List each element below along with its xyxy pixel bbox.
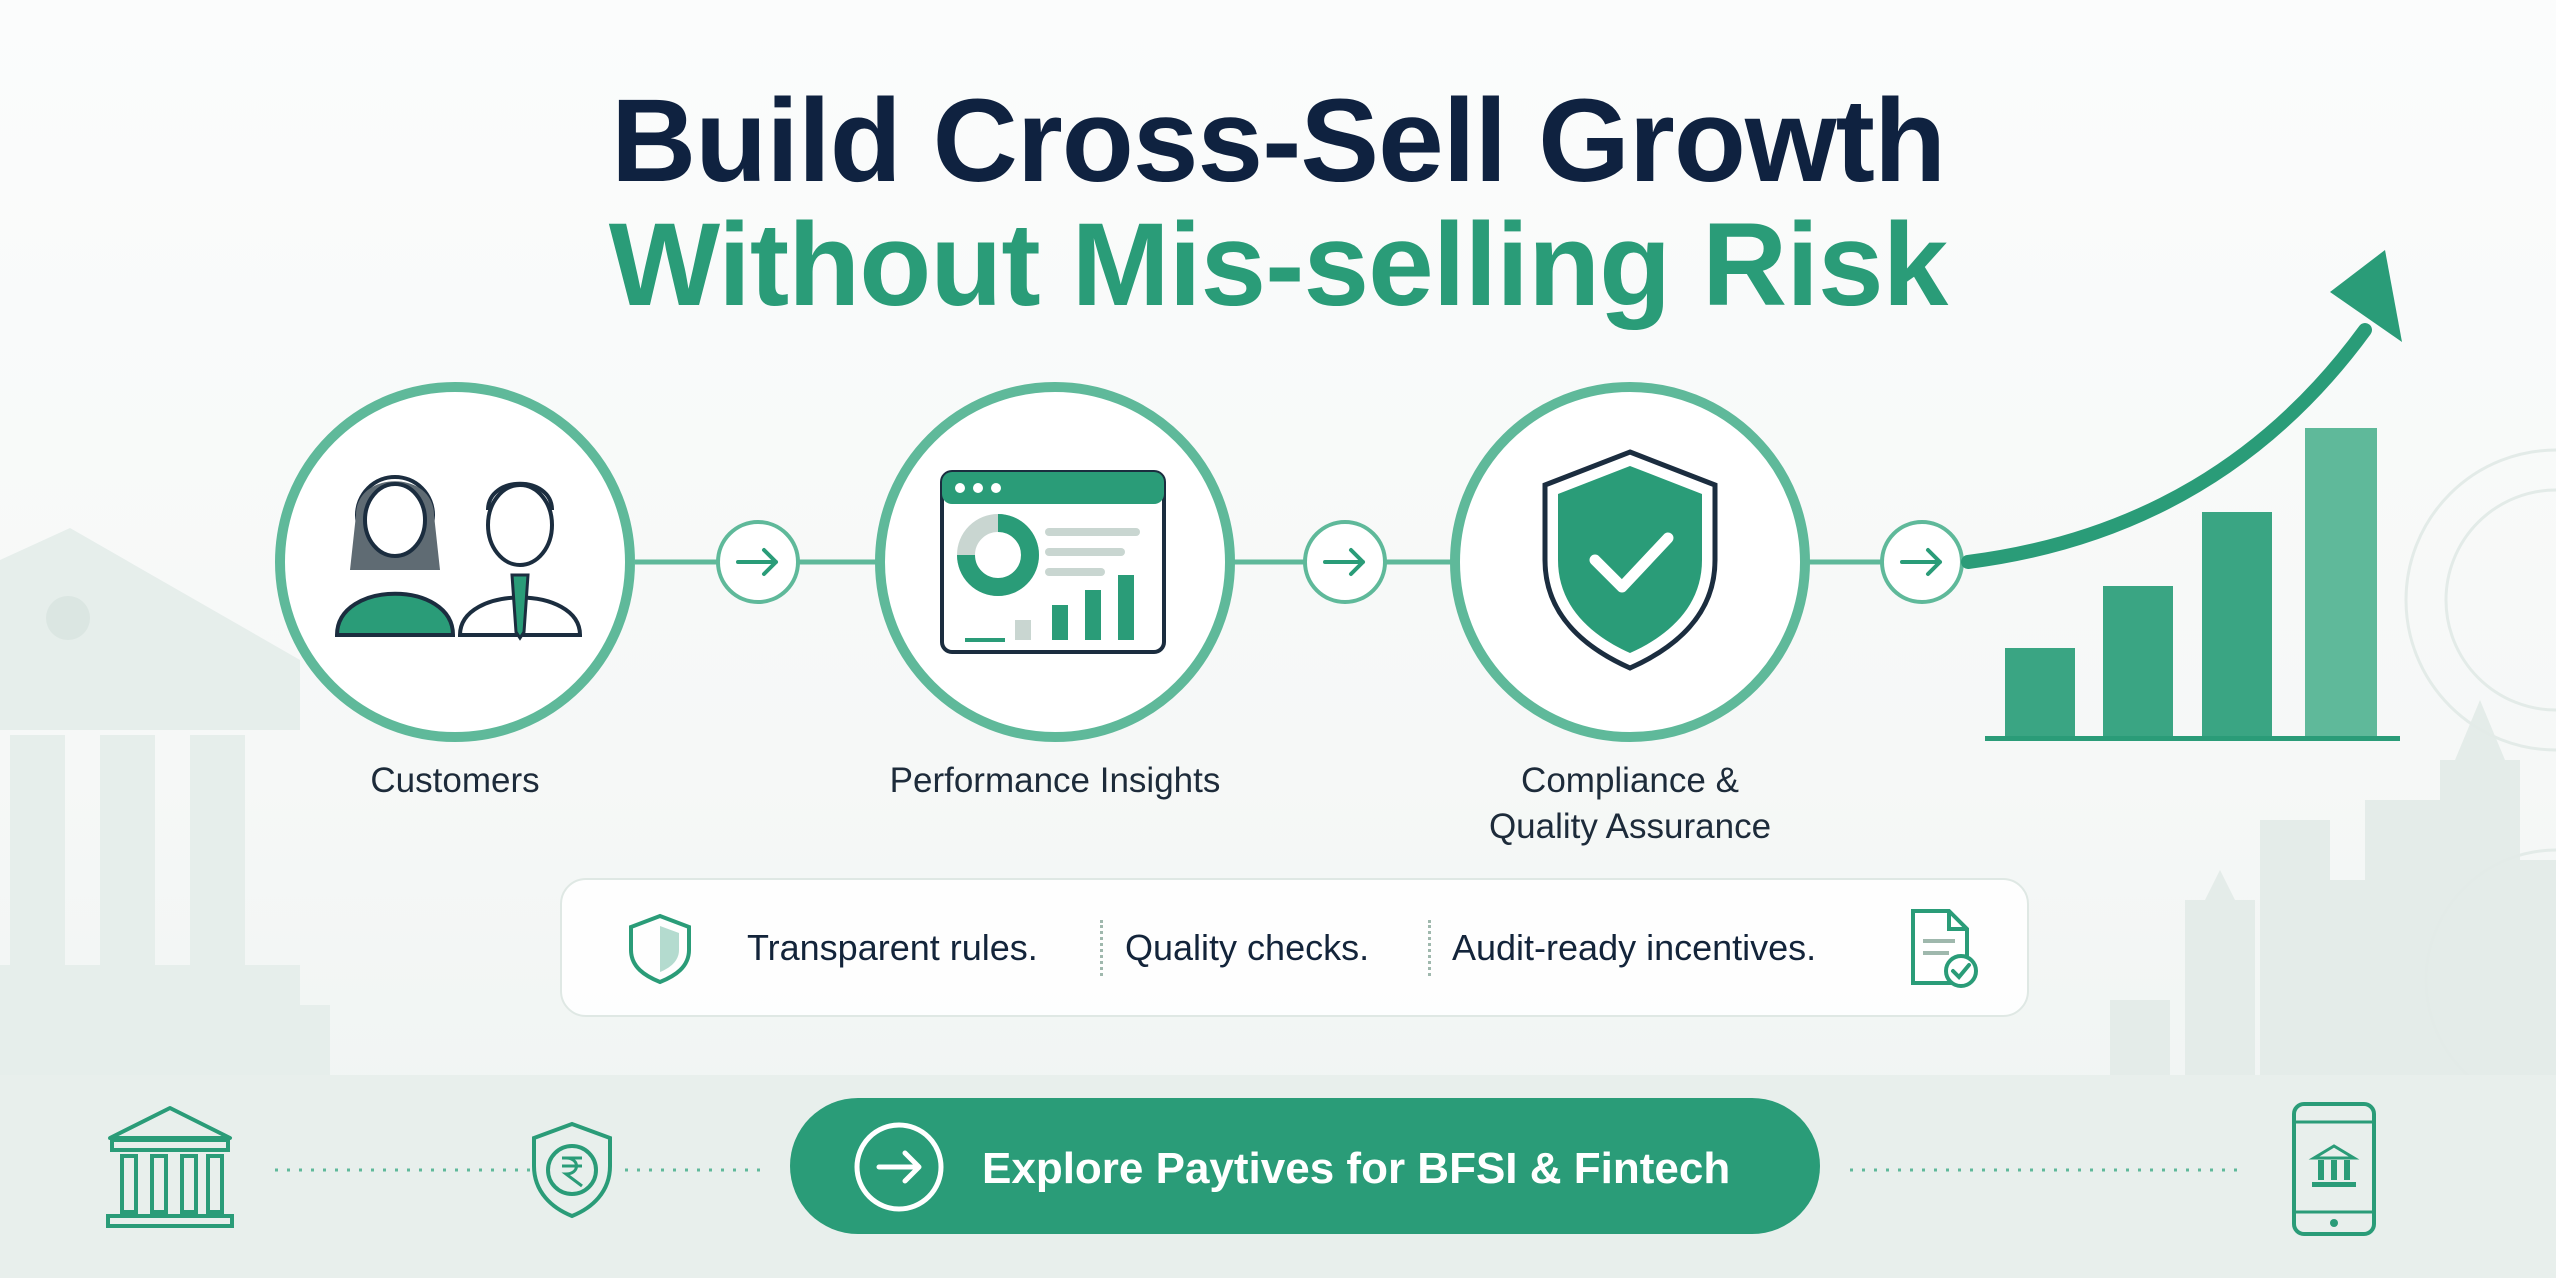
dotted-divider <box>625 1168 765 1172</box>
bank-building-silhouette <box>0 528 330 1075</box>
strip-item-quality-checks: Quality checks. <box>1125 927 1370 968</box>
step-label-compliance: Compliance & <box>1521 761 1739 800</box>
headline-line-1: Build Cross-Sell Growth <box>610 75 1946 207</box>
arrow-circle-icon <box>1880 520 1964 604</box>
decorative-arcs <box>2404 448 2556 1112</box>
arrow-circle-icon <box>1303 520 1387 604</box>
skyline-silhouette <box>2110 700 2556 1075</box>
step-label-customers: Customers <box>370 761 540 800</box>
rupee-shield-icon <box>532 1121 612 1219</box>
headline-line-2: Without Mis-selling Risk <box>608 199 1949 331</box>
arrow-right-circle-icon <box>854 1122 944 1212</box>
explore-cta-label[interactable]: Explore Paytives for BFSI & Fintech <box>982 1144 1731 1193</box>
strip-divider <box>1100 920 1103 976</box>
shield-icon <box>629 913 691 985</box>
feature-strip <box>560 878 2029 1017</box>
bank-icon <box>106 1106 234 1228</box>
shield-check-icon <box>1450 382 1810 742</box>
trend-arrow-head <box>2330 250 2402 342</box>
dashboard-icon <box>875 382 1235 742</box>
growth-chart-illustration <box>1961 250 2402 741</box>
mobile-bank-icon <box>2292 1102 2376 1236</box>
customers-icon <box>275 382 635 742</box>
step-label-quality-assurance: Quality Assurance <box>1488 807 1772 846</box>
explore-cta-button[interactable] <box>790 1098 1820 1234</box>
strip-item-audit-ready: Audit-ready incentives. <box>1452 927 1817 968</box>
document-check-icon <box>1911 909 1978 988</box>
strip-item-transparent-rules: Transparent rules. <box>747 927 1038 968</box>
step-label-performance-insights: Performance Insights <box>889 761 1221 800</box>
dotted-divider <box>275 1168 535 1172</box>
strip-divider <box>1428 920 1431 976</box>
arrow-circle-icon <box>716 520 800 604</box>
dotted-divider <box>1850 1168 2240 1172</box>
